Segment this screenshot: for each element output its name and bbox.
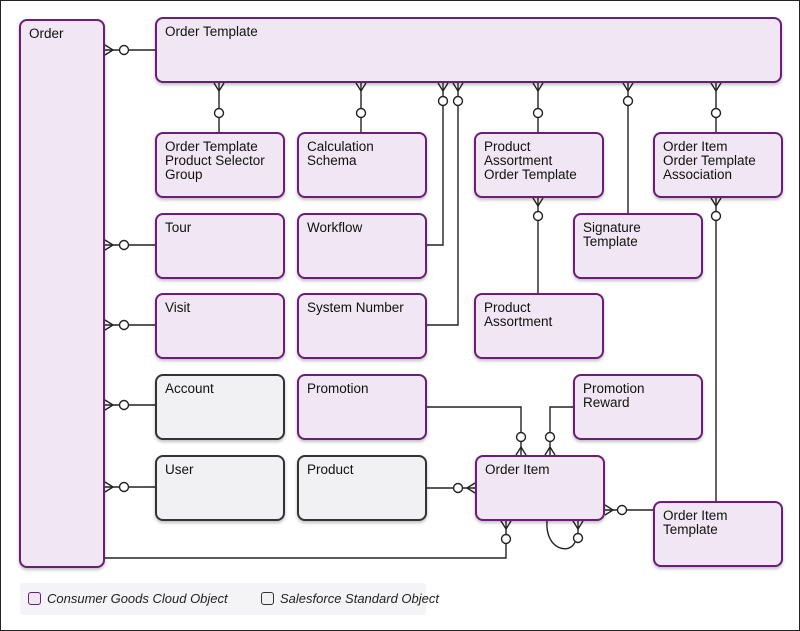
crow-foot (104, 319, 114, 331)
crow-foot (515, 446, 527, 456)
entity-user[interactable]: User (155, 455, 285, 521)
optional-circle (616, 504, 628, 516)
entity-label: Account (165, 381, 214, 396)
optional-circle (532, 107, 544, 119)
optional-circle (118, 44, 130, 56)
entity-system-number[interactable]: System Number (297, 293, 427, 359)
entity-label: Order Item Order Template Association (663, 139, 756, 182)
optional-circle (213, 107, 225, 119)
entity-label: User (165, 462, 194, 477)
entity-label: Promotion Reward (583, 381, 645, 410)
crow-foot (604, 504, 614, 516)
entity-product-assortment-order-template[interactable]: Product Assortment Order Template (474, 132, 604, 198)
crow-foot (500, 520, 512, 530)
crow-foot (532, 82, 544, 92)
entity-label: Order (29, 26, 64, 41)
optional-circle (622, 95, 634, 107)
entity-account[interactable]: Account (155, 374, 285, 440)
crow-foot (104, 239, 114, 251)
crow-foot (466, 482, 476, 494)
optional-circle (544, 431, 556, 443)
entity-order-template[interactable]: Order Template (155, 17, 782, 83)
crow-foot (437, 82, 449, 92)
optional-circle (118, 319, 130, 331)
crow-foot (104, 44, 114, 56)
crow-foot (104, 399, 114, 411)
legend-label-salesforce-standard: Salesforce Standard Object (280, 591, 439, 606)
entity-label: Order Template (165, 24, 258, 39)
entity-label: Visit (165, 300, 191, 315)
crow-foot (355, 82, 367, 92)
relationship-line (105, 521, 507, 559)
legend-swatch-consumer-goods (28, 592, 41, 605)
entity-signature-template[interactable]: Signature Template (573, 213, 703, 279)
entity-label: Promotion (307, 381, 369, 396)
entity-label: Order Item (485, 462, 550, 477)
entity-order-item[interactable]: Order Item (475, 455, 605, 521)
entity-order-template-product-selector-group[interactable]: Order Template Product Selector Group (155, 132, 285, 198)
entity-product[interactable]: Product (297, 455, 427, 521)
optional-circle (500, 533, 512, 545)
entity-label: Tour (165, 220, 192, 235)
legend-swatch-salesforce-standard (261, 592, 274, 605)
entity-label: Product (307, 462, 354, 477)
entity-promotion-reward[interactable]: Promotion Reward (573, 374, 703, 440)
optional-circle (118, 239, 130, 251)
crow-foot (104, 481, 114, 493)
crow-foot (544, 446, 556, 456)
entity-calculation-schema[interactable]: Calculation Schema (297, 132, 427, 198)
optional-circle (532, 210, 544, 222)
optional-circle (515, 431, 527, 443)
entity-label: Workflow (307, 220, 363, 235)
entity-order-item-order-template-association[interactable]: Order Item Order Template Association (653, 132, 783, 198)
crow-foot (532, 197, 544, 207)
relationship-line (427, 83, 459, 326)
entity-label: Product Assortment (484, 300, 553, 329)
entity-label: Order Template Product Selector Group (165, 139, 265, 182)
entity-order[interactable]: Order (19, 19, 105, 568)
optional-circle (572, 532, 584, 544)
optional-circle (452, 95, 464, 107)
optional-circle (710, 107, 722, 119)
legend-label-consumer-goods: Consumer Goods Cloud Object (47, 591, 228, 606)
entity-label: Calculation Schema (307, 139, 374, 168)
entity-workflow[interactable]: Workflow (297, 213, 427, 279)
relationship-line (549, 406, 573, 455)
crow-foot (622, 82, 634, 92)
crow-foot (572, 520, 584, 530)
optional-circle (118, 399, 130, 411)
entity-label: Signature Template (583, 220, 641, 249)
entity-label: Order Item Template (663, 508, 728, 537)
optional-circle (118, 481, 130, 493)
crow-foot (213, 82, 225, 92)
optional-circle (710, 210, 722, 222)
entity-promotion[interactable]: Promotion (297, 374, 427, 440)
legend: Consumer Goods Cloud Object Salesforce S… (20, 583, 439, 615)
optional-circle (355, 107, 367, 119)
entity-visit[interactable]: Visit (155, 293, 285, 359)
entity-tour[interactable]: Tour (155, 213, 285, 279)
relationship-line (427, 406, 522, 455)
relationship-line (427, 83, 444, 246)
optional-circle (452, 482, 464, 494)
entity-label: Product Assortment Order Template (484, 139, 577, 182)
entity-label: System Number (307, 300, 404, 315)
optional-circle (437, 95, 449, 107)
entity-product-assortment[interactable]: Product Assortment (474, 293, 604, 359)
entity-order-item-template[interactable]: Order Item Template (653, 501, 783, 567)
crow-foot (710, 82, 722, 92)
crow-foot (710, 197, 722, 207)
crow-foot (452, 82, 464, 92)
self-loop-line (546, 520, 576, 550)
